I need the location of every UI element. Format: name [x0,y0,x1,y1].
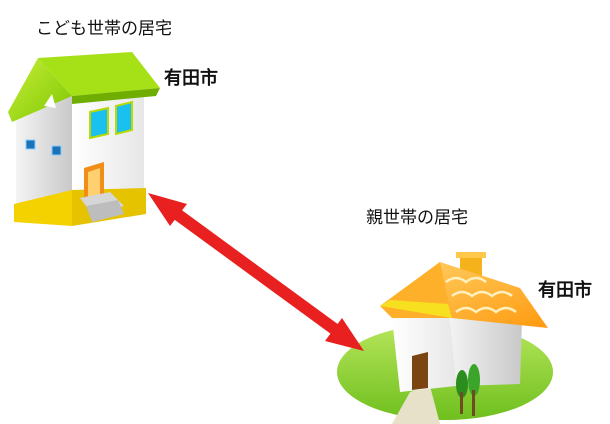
parent-home-city: 有田市 [538,280,592,301]
child-home-title: こども世帯の居宅 [36,19,172,39]
child-home-city: 有田市 [164,68,218,89]
child-house-illustration [8,52,160,226]
parent-home-title: 親世帯の居宅 [366,208,468,228]
parent-house-illustration [337,252,553,424]
double-arrow-icon [148,193,364,351]
